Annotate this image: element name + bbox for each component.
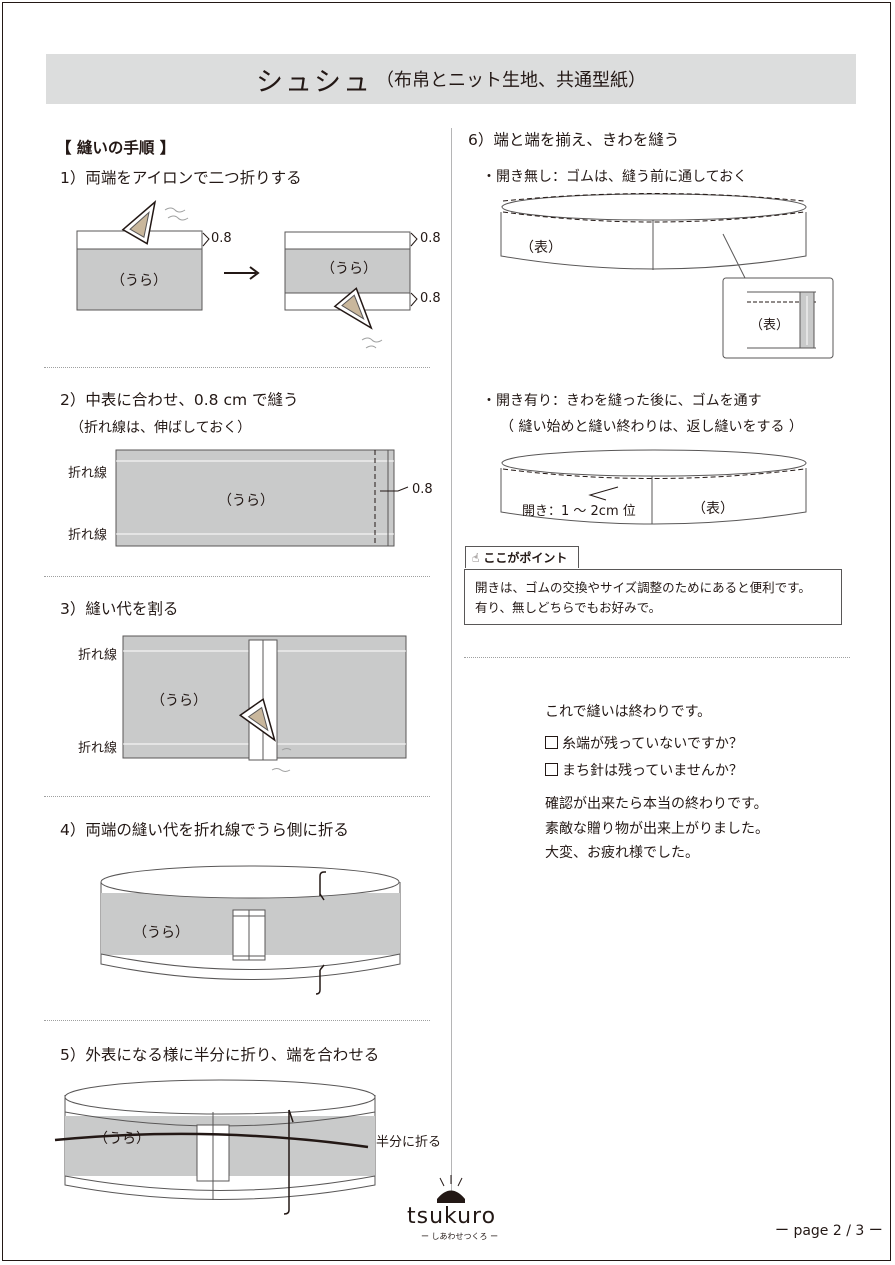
step1-dim-bottom: 0.8 (420, 291, 441, 306)
step4-heading: 4）両端の縫い代を折れ線でうら側に折る (60, 821, 349, 839)
step2-heading: 2）中表に合わせ、0.8 cm で縫う (60, 391, 299, 409)
closing-line-3: 素敵な贈り物が出来上がりました。 (545, 821, 769, 837)
step5-label-ura: （うら） (94, 1131, 150, 1147)
finger-point-icon: ☝ (472, 550, 480, 565)
step5-heading: 5）外表になる様に半分に折り、端を合わせる (60, 1046, 380, 1064)
step6-option-a: ・開き無し：ゴムは、縫う前に通しておく (482, 169, 748, 185)
step2-label-ura: （うら） (218, 493, 274, 509)
step6b-label-omote: （表） (692, 501, 734, 517)
page-title: シュシュ (256, 66, 372, 98)
point-line-1: 開きは、ゴムの交換やサイズ調整のためにあると便利です。 (475, 580, 811, 595)
step5-half-fold-label: 半分に折る (376, 1135, 442, 1150)
step2-note: （折れ線は、伸ばしておく） (70, 420, 252, 436)
divider (44, 1020, 430, 1021)
step6-option-b: ・開き有り：きわを縫った後に、ゴムを通す (482, 393, 762, 409)
step1-heading: 1）両端をアイロンで二つ折りする (60, 169, 302, 187)
step1-dim-left: 0.8 (211, 231, 232, 246)
column-divider (451, 128, 452, 1200)
step6a-label-omote: （表） (520, 240, 562, 256)
closing-line-2: 確認が出来たら本当の終わりです。 (545, 796, 768, 812)
divider (44, 796, 430, 797)
page-number: ー page 2 / 3 ー (775, 1223, 883, 1239)
checkbox-icon (545, 736, 558, 749)
divider (44, 367, 430, 368)
logo-tagline: ー しあわせつくろ ー (421, 1232, 499, 1241)
point-tag-label: ここがポイント (483, 551, 568, 565)
step2-fold-top: 折れ線 (68, 466, 108, 481)
page-subtitle: （布帛とニット生地、共通型紙） (376, 70, 646, 91)
title-bar: シュシュ （布帛とニット生地、共通型紙） (46, 54, 856, 104)
step1-label-ura-left: （うら） (111, 273, 167, 289)
closing-check-1: 糸端が残っていないですか？ (545, 733, 743, 753)
logo-name: tsukuro (407, 1204, 497, 1229)
point-box: 開きは、ゴムの交換やサイズ調整のためにあると便利です。 有り、無しどちらでもお好… (464, 569, 842, 625)
closing-check-1-text: 糸端が残っていないですか？ (562, 736, 743, 752)
step1-dim-top: 0.8 (420, 231, 441, 246)
step4-label-ura: （うら） (133, 925, 189, 941)
step6a-detail-label-omote: （表） (750, 318, 790, 333)
step2-dim: 0.8 (412, 482, 433, 497)
closing-check-2: まち針は残っていませんか？ (545, 760, 743, 780)
step3-heading: 3）縫い代を割る (60, 600, 179, 618)
step1-label-ura-right: （うら） (321, 261, 377, 277)
step3-label-ura: （うら） (151, 693, 207, 709)
step3-fold-top: 折れ線 (78, 648, 118, 663)
point-line-2: 有り、無しどちらでもお好みで。 (475, 600, 662, 615)
step3-fold-bottom: 折れ線 (78, 741, 118, 756)
checkbox-icon (545, 763, 558, 776)
step6-heading: 6）端と端を揃え、きわを縫う (468, 131, 680, 149)
divider (44, 576, 430, 577)
step2-fold-bottom: 折れ線 (68, 528, 108, 543)
step6-option-b-note: （ 縫い始めと縫い終わりは、返し縫いをする ） (500, 419, 803, 435)
divider (464, 657, 850, 658)
step6b-opening-label: 開き：1 ～ 2cm 位 (522, 504, 636, 519)
closing-line-1: これで縫いは終わりです。 (545, 704, 712, 720)
section-header: 【 縫いの手順 】 (56, 139, 176, 157)
closing-check-2-text: まち針は残っていませんか？ (562, 763, 743, 779)
point-tag: ☝ ここがポイント (465, 546, 579, 568)
closing-line-4: 大変、お疲れ様でした。 (545, 845, 699, 861)
